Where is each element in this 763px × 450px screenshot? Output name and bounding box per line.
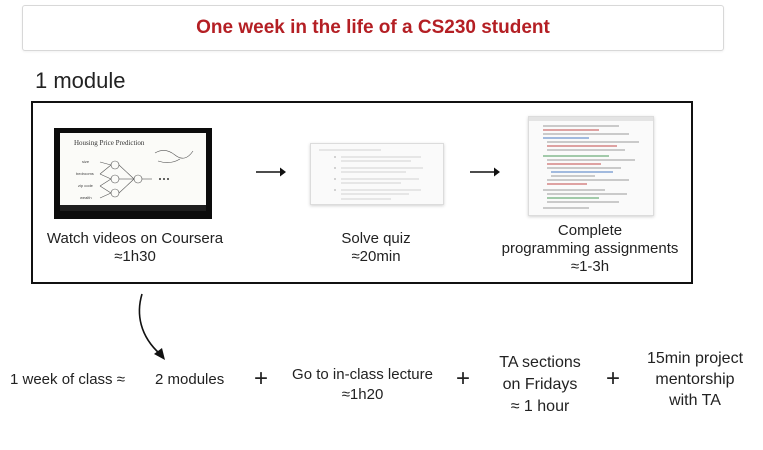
ta-sections-item: TA sections on Fridays ≈ 1 hour — [475, 352, 605, 418]
mentorship-line-1: 15min project — [632, 348, 758, 369]
arrow-right-icon — [470, 166, 500, 178]
quiz-thumbnail[interactable] — [310, 143, 444, 205]
mentorship-line-2: mentorship — [632, 369, 758, 390]
video-slide: Housing Price Prediction size bedrooms z… — [60, 133, 206, 211]
plus-sign: + — [606, 365, 620, 393]
step-prog-title-2: programming assignments — [485, 240, 695, 258]
curved-arrow-icon — [130, 292, 175, 364]
ta-sections-title: TA sections — [475, 352, 605, 374]
step-watch-videos: Watch videos on Coursera ≈1h30 — [30, 230, 240, 266]
notebook-code-lines — [529, 117, 653, 215]
step-solve-quiz: Solve quiz ≈20min — [300, 230, 452, 266]
step-prog-time: ≈1-3h — [485, 258, 695, 276]
page-title: One week in the life of a CS230 student — [196, 17, 550, 39]
mentorship-item: 15min project mentorship with TA — [632, 348, 758, 411]
title-banner: One week in the life of a CS230 student — [22, 5, 724, 51]
quiz-text-lines — [311, 144, 443, 204]
lecture-item: Go to in-class lecture ≈1h20 — [280, 365, 445, 405]
week-of-class-label: 1 week of class ≈ — [10, 370, 150, 390]
plus-sign: + — [456, 365, 470, 393]
video-thumbnail[interactable]: Housing Price Prediction size bedrooms z… — [54, 128, 212, 219]
step-programming: Complete programming assignments ≈1-3h — [485, 222, 695, 276]
module-label: 1 module — [35, 68, 126, 94]
lecture-time: ≈1h20 — [280, 385, 445, 405]
step-watch-time: ≈1h30 — [30, 248, 240, 266]
lecture-title: Go to in-class lecture — [280, 365, 445, 385]
step-quiz-title: Solve quiz — [300, 230, 452, 248]
ta-sections-day: on Fridays — [475, 374, 605, 396]
programming-assignment-thumbnail[interactable] — [528, 116, 654, 216]
step-prog-title-1: Complete — [485, 222, 695, 240]
step-quiz-time: ≈20min — [300, 248, 452, 266]
neural-network-sketch — [60, 133, 206, 211]
arrow-right-icon — [256, 166, 286, 178]
step-watch-title: Watch videos on Coursera — [30, 230, 240, 248]
plus-sign: + — [254, 365, 268, 393]
ta-sections-time: ≈ 1 hour — [475, 396, 605, 418]
mentorship-line-3: with TA — [632, 390, 758, 411]
two-modules-label: 2 modules — [155, 370, 245, 390]
